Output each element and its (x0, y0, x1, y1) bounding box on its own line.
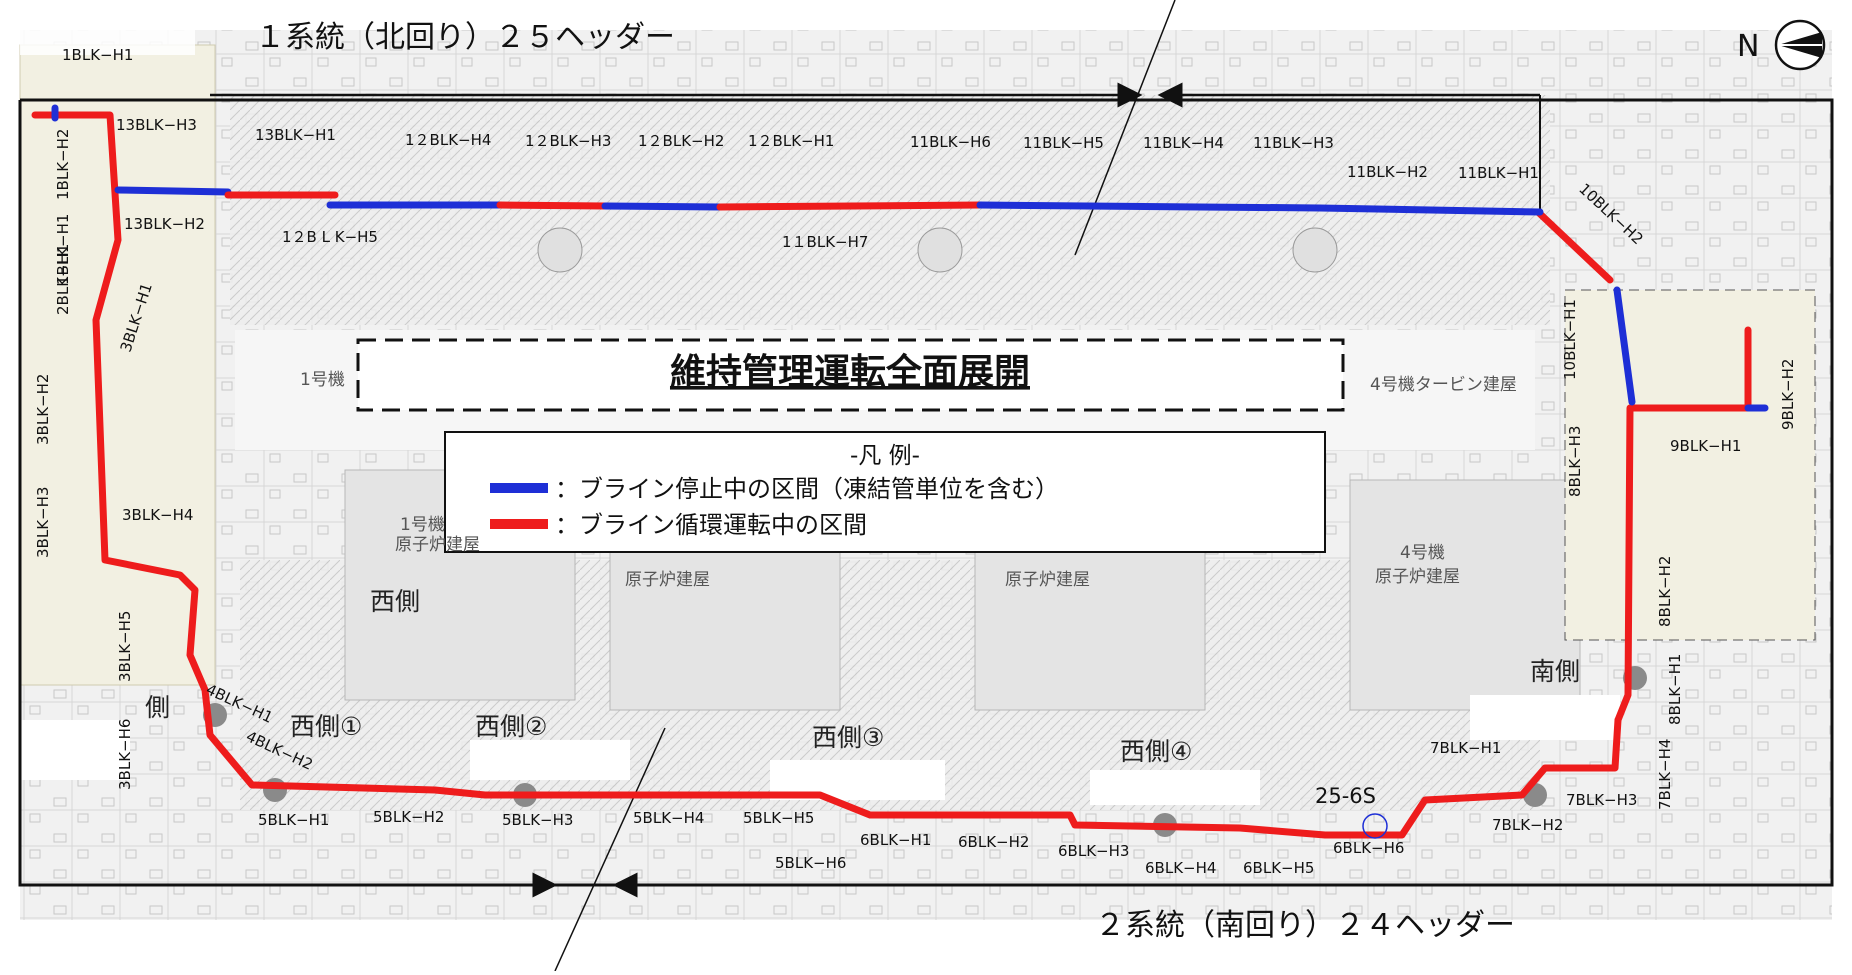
block-label: 1２BLK−H2 (638, 132, 724, 150)
block-label: 9BLK−H1 (1670, 437, 1741, 455)
side-label: 西側 (370, 587, 420, 616)
header-north-label: １系統（北回り）２５ヘッダー (255, 20, 675, 55)
block-label: 11BLK−H3 (1253, 134, 1334, 152)
block-label: 6BLK−H4 (1145, 859, 1216, 877)
block-label: 1BLK−H2 (54, 129, 72, 200)
route-red (1534, 208, 1614, 284)
side-label: 西側② (475, 712, 547, 741)
building-label: 1号機 (400, 515, 445, 535)
block-label: 9BLK−H2 (1779, 359, 1797, 430)
block-label: 5BLK−H4 (633, 809, 704, 827)
side-label: 側 (145, 693, 170, 722)
block-label: 5BLK−H5 (743, 809, 814, 827)
block-label: 2BLK−H1 (54, 244, 72, 315)
north-arrow-icon (1774, 19, 1826, 71)
block-label: 1２BLK−H3 (525, 132, 611, 150)
block-label: 6BLK−H6 (1333, 839, 1404, 857)
building-label: 4号機 (1400, 543, 1445, 563)
legend-red-label: ：ブライン循環運転中の区間 (555, 511, 867, 539)
title-box: 維持管理運転全面展開 (356, 338, 1345, 412)
block-label: 7BLK−H4 (1656, 739, 1674, 810)
route-blue (1613, 286, 1636, 406)
route-blue (601, 202, 724, 211)
route-blue (114, 186, 232, 196)
building-label: 原子炉建屋 (1375, 567, 1460, 587)
block-label: 13BLK−H1 (255, 126, 336, 144)
block-label: 7BLK−H1 (1430, 739, 1501, 757)
legend-blue-label: ：ブライン停止中の区間（凍結管単位を含む） (555, 475, 1059, 503)
route-red (496, 201, 609, 210)
block-label: 13BLK−H2 (124, 215, 205, 233)
side-label: 西側③ (812, 723, 884, 752)
block-label: 1２B L K−H5 (282, 228, 378, 246)
north-letter: N (1737, 29, 1759, 64)
block-label: 6BLK−H1 (860, 831, 931, 849)
block-label: 7BLK−H3 (1566, 791, 1637, 809)
boundary-frame (18, 98, 1834, 887)
label-patch (1470, 695, 1620, 740)
block-label: 8BLK−H1 (1666, 654, 1684, 725)
building-labels: 1号機 4号機タービン建屋 1号機 原子炉建屋 原子炉建屋 原子炉建屋 4号機 … (300, 370, 1517, 590)
side-label: 南側 (1530, 657, 1580, 686)
building-label: 1号機 (300, 370, 345, 390)
building-label: 4号機タービン建屋 (1370, 375, 1517, 395)
page-title: 維持管理運転全面展開 (670, 351, 1030, 393)
building-label: 原子炉建屋 (395, 535, 480, 555)
block-label: 11BLK−H1 (1458, 164, 1539, 182)
block-label: 3BLK−H2 (34, 374, 52, 445)
block-label: 3BLK−H5 (116, 611, 134, 682)
block-label: 6BLK−H5 (1243, 859, 1314, 877)
block-label: 3BLK−H3 (34, 487, 52, 558)
north-indicator: N (1737, 19, 1826, 71)
legend: -凡 例- ：ブライン停止中の区間（凍結管単位を含む） ：ブライン循環運転中の区… (444, 431, 1326, 553)
side-labels: 西側 西側① 西側② 西側③ 西側④ 南側 側 (145, 587, 1580, 766)
block-label: 1１BLK−H7 (782, 233, 868, 251)
block-label: 3BLK−H6 (116, 719, 134, 790)
block-label: 6BLK−H3 (1058, 842, 1129, 860)
label-patch (20, 30, 195, 55)
building-label: 原子炉建屋 (625, 570, 710, 590)
label-patch (20, 720, 130, 780)
block-label: 13BLK−H3 (116, 116, 197, 134)
block-label: 11BLK−H4 (1143, 134, 1224, 152)
block-label: 10BLK−H1 (1561, 299, 1579, 380)
legend-title: -凡 例- (850, 443, 920, 469)
block-labels: 1BLK−H1 13BLK−H3 13BLK−H1 13BLK−H2 1２BLK… (62, 46, 1741, 877)
block-label: 6BLK−H2 (958, 833, 1029, 851)
header-south-label: ２系統（南回り）２４ヘッダー (1095, 908, 1515, 943)
route-blue (976, 201, 1544, 216)
block-label: 1２BLK−H4 (405, 131, 491, 149)
block-label: 8BLK−H2 (1656, 556, 1674, 627)
route-red (31, 111, 1622, 839)
block-label: 8BLK−H3 (1566, 426, 1584, 497)
block-label: 5BLK−H6 (775, 854, 846, 872)
brine-route (31, 104, 1769, 839)
header-arrows (210, 0, 1541, 972)
route-red (716, 201, 984, 211)
block-label: 1BLK−H1 (62, 46, 133, 64)
block-label: 7BLK−H2 (1492, 816, 1563, 834)
block-label: 11BLK−H5 (1023, 134, 1104, 152)
side-label: 西側④ (1120, 737, 1192, 766)
block-label: 1BLK−H1 (54, 214, 72, 285)
building-label: 原子炉建屋 (1005, 570, 1090, 590)
block-label: 11BLK−H2 (1347, 163, 1428, 181)
block-label: 1２BLK−H1 (748, 132, 834, 150)
point-marker (1362, 813, 1388, 839)
route-red (1614, 326, 1752, 724)
block-label: 5BLK−H1 (258, 811, 329, 829)
block-label: 3BLK−H4 (122, 506, 193, 524)
point-label-25-6s: 25-6S (1315, 784, 1376, 808)
label-patch (470, 740, 630, 780)
block-label: 5BLK−H2 (373, 808, 444, 826)
label-patch (1090, 770, 1260, 805)
block-label: 5BLK−H3 (502, 811, 573, 829)
block-label: 11BLK−H6 (910, 133, 991, 151)
side-label: 西側① (290, 712, 362, 741)
